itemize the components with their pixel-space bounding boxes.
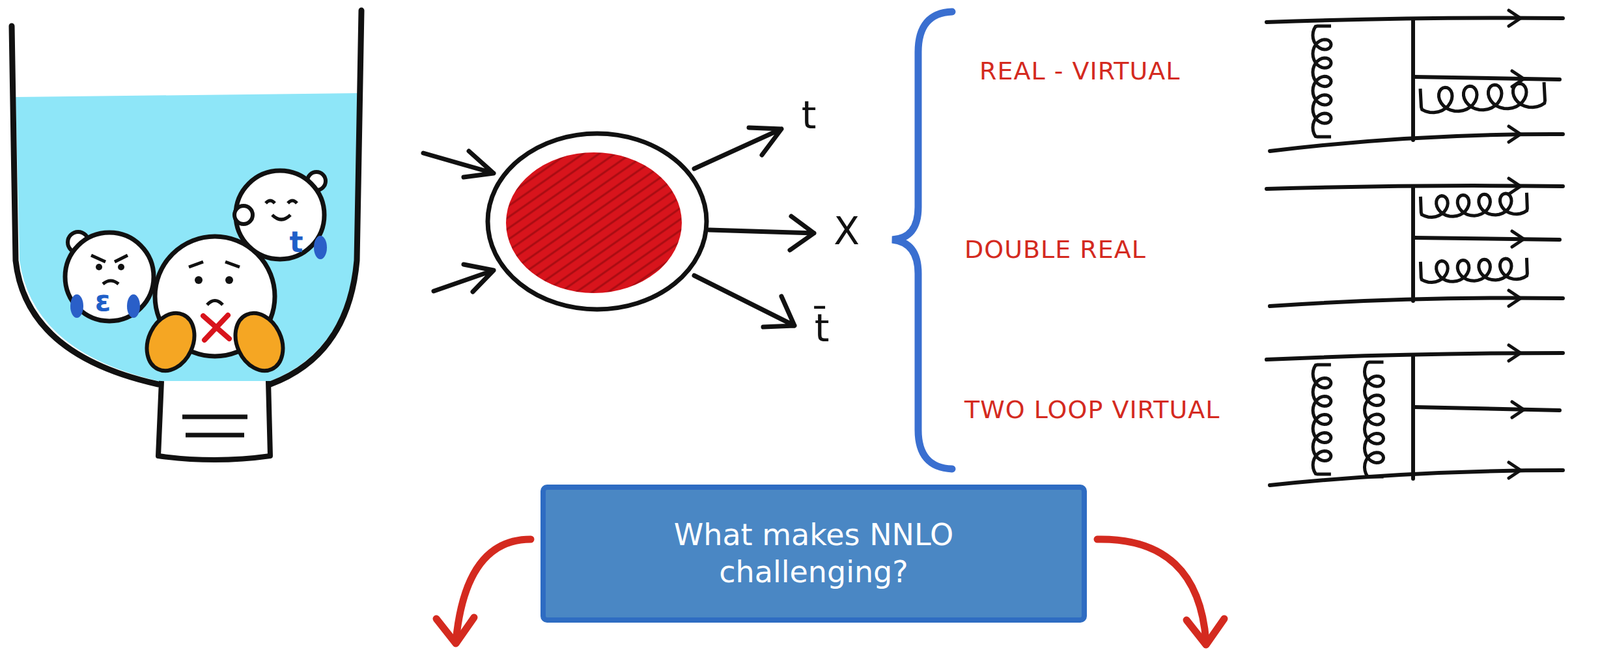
diagram-line	[1508, 10, 1521, 27]
diagram-line	[1508, 462, 1521, 478]
character-t	[234, 170, 327, 260]
particle-label: t	[801, 95, 817, 137]
box-text: What makes NNLO challenging?	[644, 516, 984, 592]
particle-arrows	[423, 127, 815, 327]
shirt-symbol: t	[289, 226, 303, 258]
diagram-line	[1414, 76, 1560, 80]
character-epsilon	[65, 231, 154, 322]
shirt-symbol: ε	[95, 285, 112, 317]
diagram-line	[1508, 178, 1521, 195]
stand-line	[185, 433, 245, 438]
curly-brace	[892, 11, 953, 469]
particle-label: X	[833, 210, 860, 253]
contribution-label: REAL - VIRTUAL	[979, 57, 1180, 86]
blob	[487, 133, 707, 310]
diagram-line	[1508, 290, 1521, 307]
gluon	[1312, 26, 1332, 137]
diagram-line	[1508, 345, 1521, 361]
contribution-label: DOUBLE REAL	[964, 236, 1147, 264]
gluon	[1312, 364, 1332, 475]
stand	[158, 380, 271, 460]
diagram-line	[1414, 237, 1560, 240]
diagram-line	[1414, 407, 1560, 411]
diagram-line	[1411, 186, 1416, 301]
gluon	[1420, 82, 1545, 113]
stand-line	[182, 414, 248, 420]
diagram-line	[1411, 355, 1416, 479]
particle-label: t̄	[814, 308, 830, 350]
bowl	[11, 10, 362, 385]
gluon	[1364, 362, 1384, 477]
contribution-label: TWO LOOP VIRTUAL	[964, 396, 1220, 424]
liquid	[15, 93, 359, 381]
diagram-line	[1508, 126, 1521, 142]
diagram-line	[1512, 231, 1524, 247]
diagram-line	[1411, 19, 1416, 141]
question-box: What makes NNLO challenging?	[540, 484, 1087, 623]
diagram-line	[1512, 401, 1524, 418]
feynman-diagrams	[1266, 10, 1563, 486]
gluon	[1420, 257, 1528, 283]
blob-fill	[505, 152, 682, 294]
gluon	[1420, 192, 1528, 218]
